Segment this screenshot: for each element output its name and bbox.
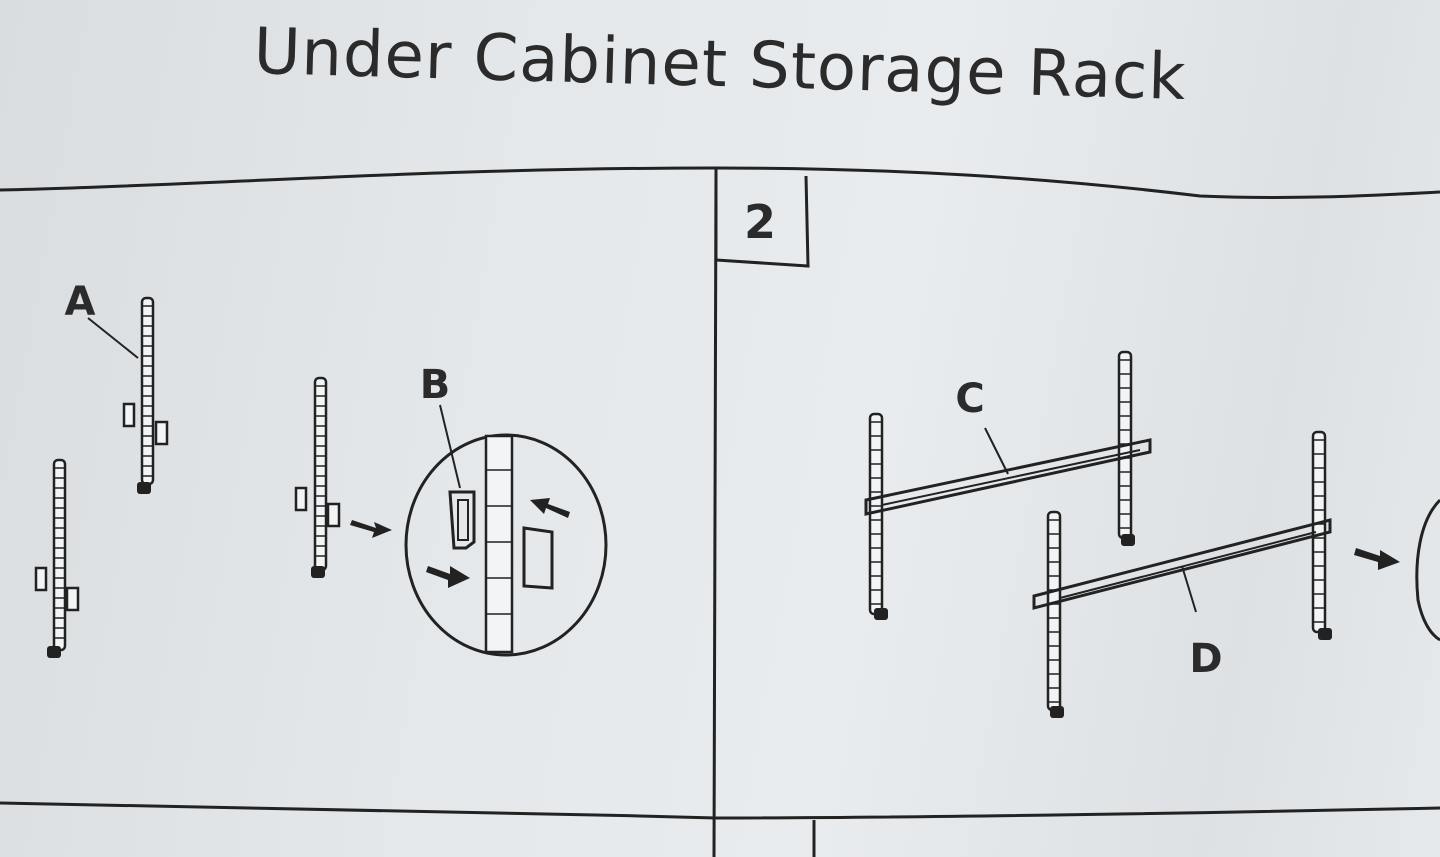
panel-divider [712, 167, 718, 857]
label-a: A [65, 279, 96, 325]
clip-left [448, 490, 476, 550]
step-2-box: 2 [714, 170, 810, 268]
label-d: D [1189, 636, 1222, 682]
label-a-leader [87, 317, 139, 359]
label-b-leader [439, 404, 461, 489]
panel-top-border [0, 166, 1440, 199]
label-b: B [420, 362, 451, 408]
panel-bottom-border [0, 801, 1440, 820]
step-number: 2 [744, 195, 776, 249]
frame-d [1032, 430, 1332, 718]
pole-middle [294, 376, 341, 578]
next-detail-circle-edge [1415, 498, 1440, 642]
frame-c [864, 350, 1152, 620]
arrow-to-next-detail [1354, 548, 1400, 570]
label-d-leader [1181, 565, 1197, 613]
detail-circle [404, 433, 608, 657]
clip-right [522, 526, 554, 590]
label-c: C [955, 376, 984, 422]
label-c-leader [984, 427, 1009, 475]
pole-a-upper [122, 296, 169, 494]
arrow-to-detail [350, 520, 392, 538]
